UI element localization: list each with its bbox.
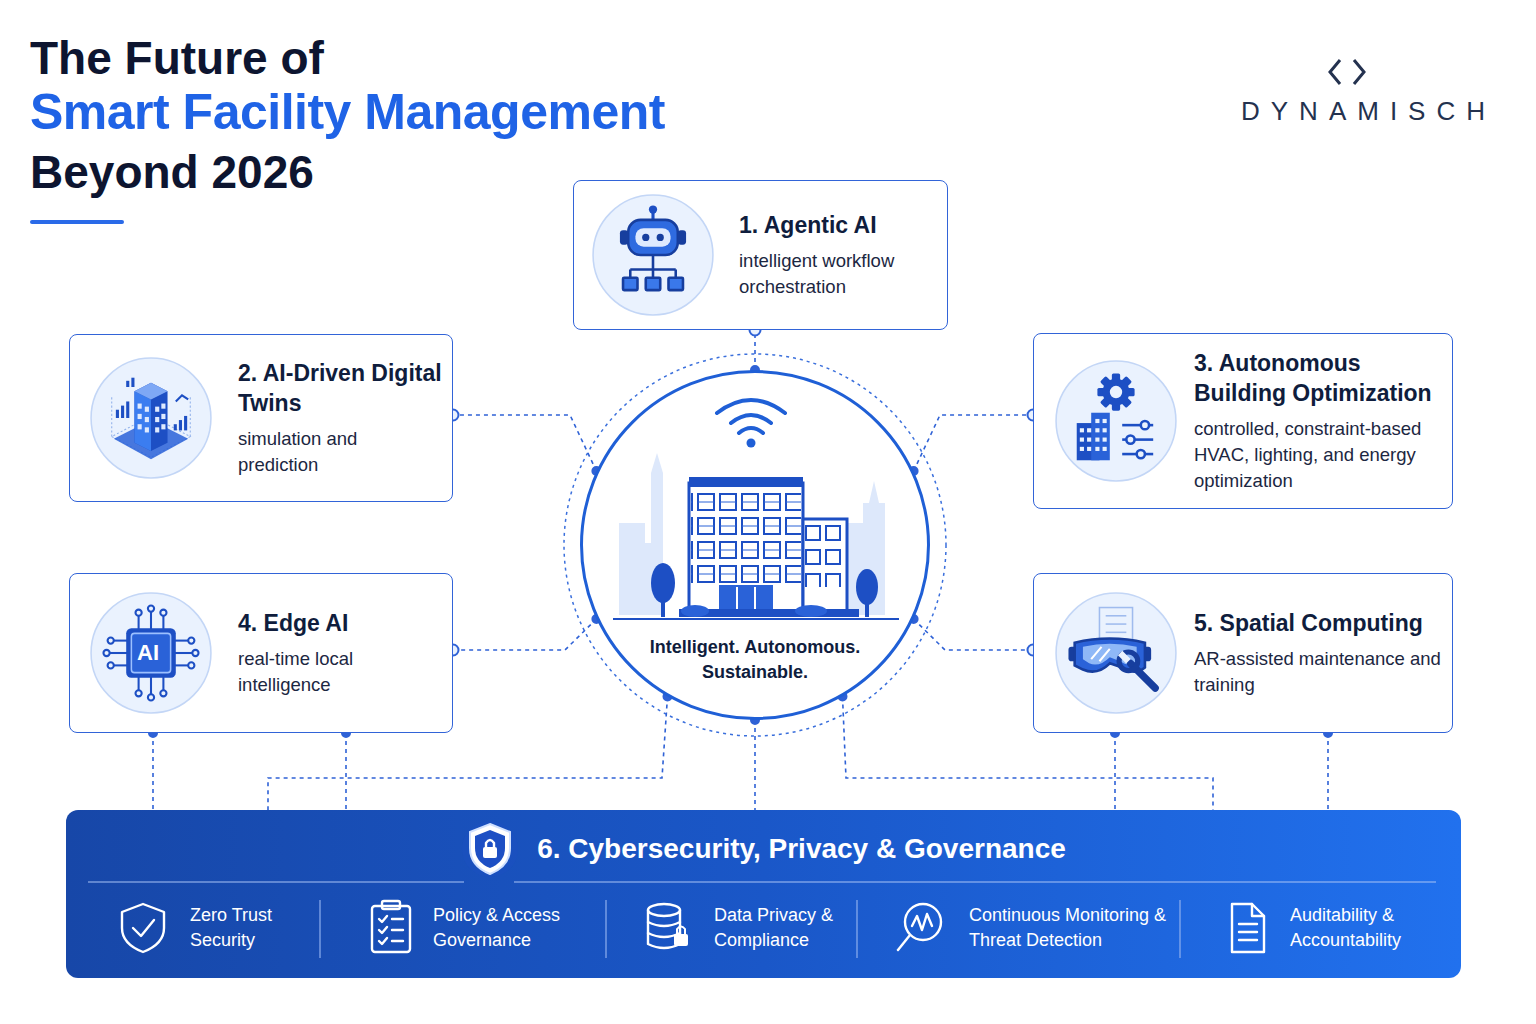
hub-tagline: Intelligent. Autonomous. Sustainable. xyxy=(633,635,877,685)
band-heading: 6. Cybersecurity, Privacy & Governance xyxy=(537,831,1066,867)
ar-goggles-icon xyxy=(1054,591,1178,715)
brand-logo: DYNAMISCH xyxy=(1241,96,1496,126)
card-heading: 2. AI-Driven Digital Twins xyxy=(238,358,442,418)
logo-mark xyxy=(1330,60,1364,84)
title-line: The Future of xyxy=(30,30,324,86)
dashed-connector xyxy=(1114,733,1116,810)
card-body: simulation and prediction xyxy=(238,426,442,478)
governance-item: Zero Trust Security xyxy=(190,903,318,953)
dashed-connector xyxy=(152,733,154,810)
shield-icon xyxy=(461,818,519,880)
dashed-connector xyxy=(914,619,1033,650)
dashed-connector xyxy=(914,415,1033,471)
trend-card: 3. Autonomous Building Optimization contr… xyxy=(1033,333,1453,509)
trend-card: 1. Agentic AI intelligent workflow orches… xyxy=(573,180,948,330)
digital-twin-icon xyxy=(89,356,213,480)
title-underline xyxy=(30,220,124,224)
hub-ring xyxy=(564,354,946,736)
dashed-connector xyxy=(1327,733,1329,810)
optimization-icon xyxy=(1054,359,1178,483)
governance-item: Policy & Access Governance xyxy=(433,903,598,953)
card-body: AR-assisted maintenance and training xyxy=(1194,646,1442,698)
card-heading: 4. Edge AI xyxy=(238,608,442,638)
trend-card: 2. AI-Driven Digital Twins simulation and… xyxy=(69,334,453,502)
governance-band: 6. Cybersecurity, Privacy & GovernanceZe… xyxy=(66,810,1461,978)
card-body: real-time local intelligence xyxy=(238,646,442,698)
title-text: Smart Facility Management xyxy=(30,82,665,142)
robot-icon xyxy=(591,193,715,317)
card-heading: 5. Spatial Computing xyxy=(1194,608,1442,638)
card-heading: 3. Autonomous Building Optimization xyxy=(1194,348,1442,408)
trend-card: 4. Edge AI real-time local intelligence AI xyxy=(69,573,453,733)
dashed-connector xyxy=(453,415,596,471)
card-body: intelligent workflow orchestration xyxy=(739,248,937,300)
card-body: controlled, constraint-based HVAC, light… xyxy=(1194,416,1442,494)
chip-label: AI xyxy=(133,640,163,666)
dashed-connector xyxy=(453,619,596,650)
card-heading: 1. Agentic AI xyxy=(739,210,937,240)
governance-item: Continuous Monitoring & Threat Detection xyxy=(969,903,1177,953)
governance-item: Data Privacy & Compliance xyxy=(714,903,854,953)
band-heading-row: 6. Cybersecurity, Privacy & Governance xyxy=(66,818,1461,880)
dashed-connector xyxy=(345,733,347,810)
trend-card: 5. Spatial ComputingAR-assisted maintena… xyxy=(1033,573,1453,733)
governance-item: Auditability & Accountability xyxy=(1290,903,1440,953)
title-line: Beyond 2026 xyxy=(30,144,314,200)
hub-circle: Intelligent. Autonomous. Sustainable. xyxy=(580,370,930,720)
dashed-connector xyxy=(754,720,756,810)
